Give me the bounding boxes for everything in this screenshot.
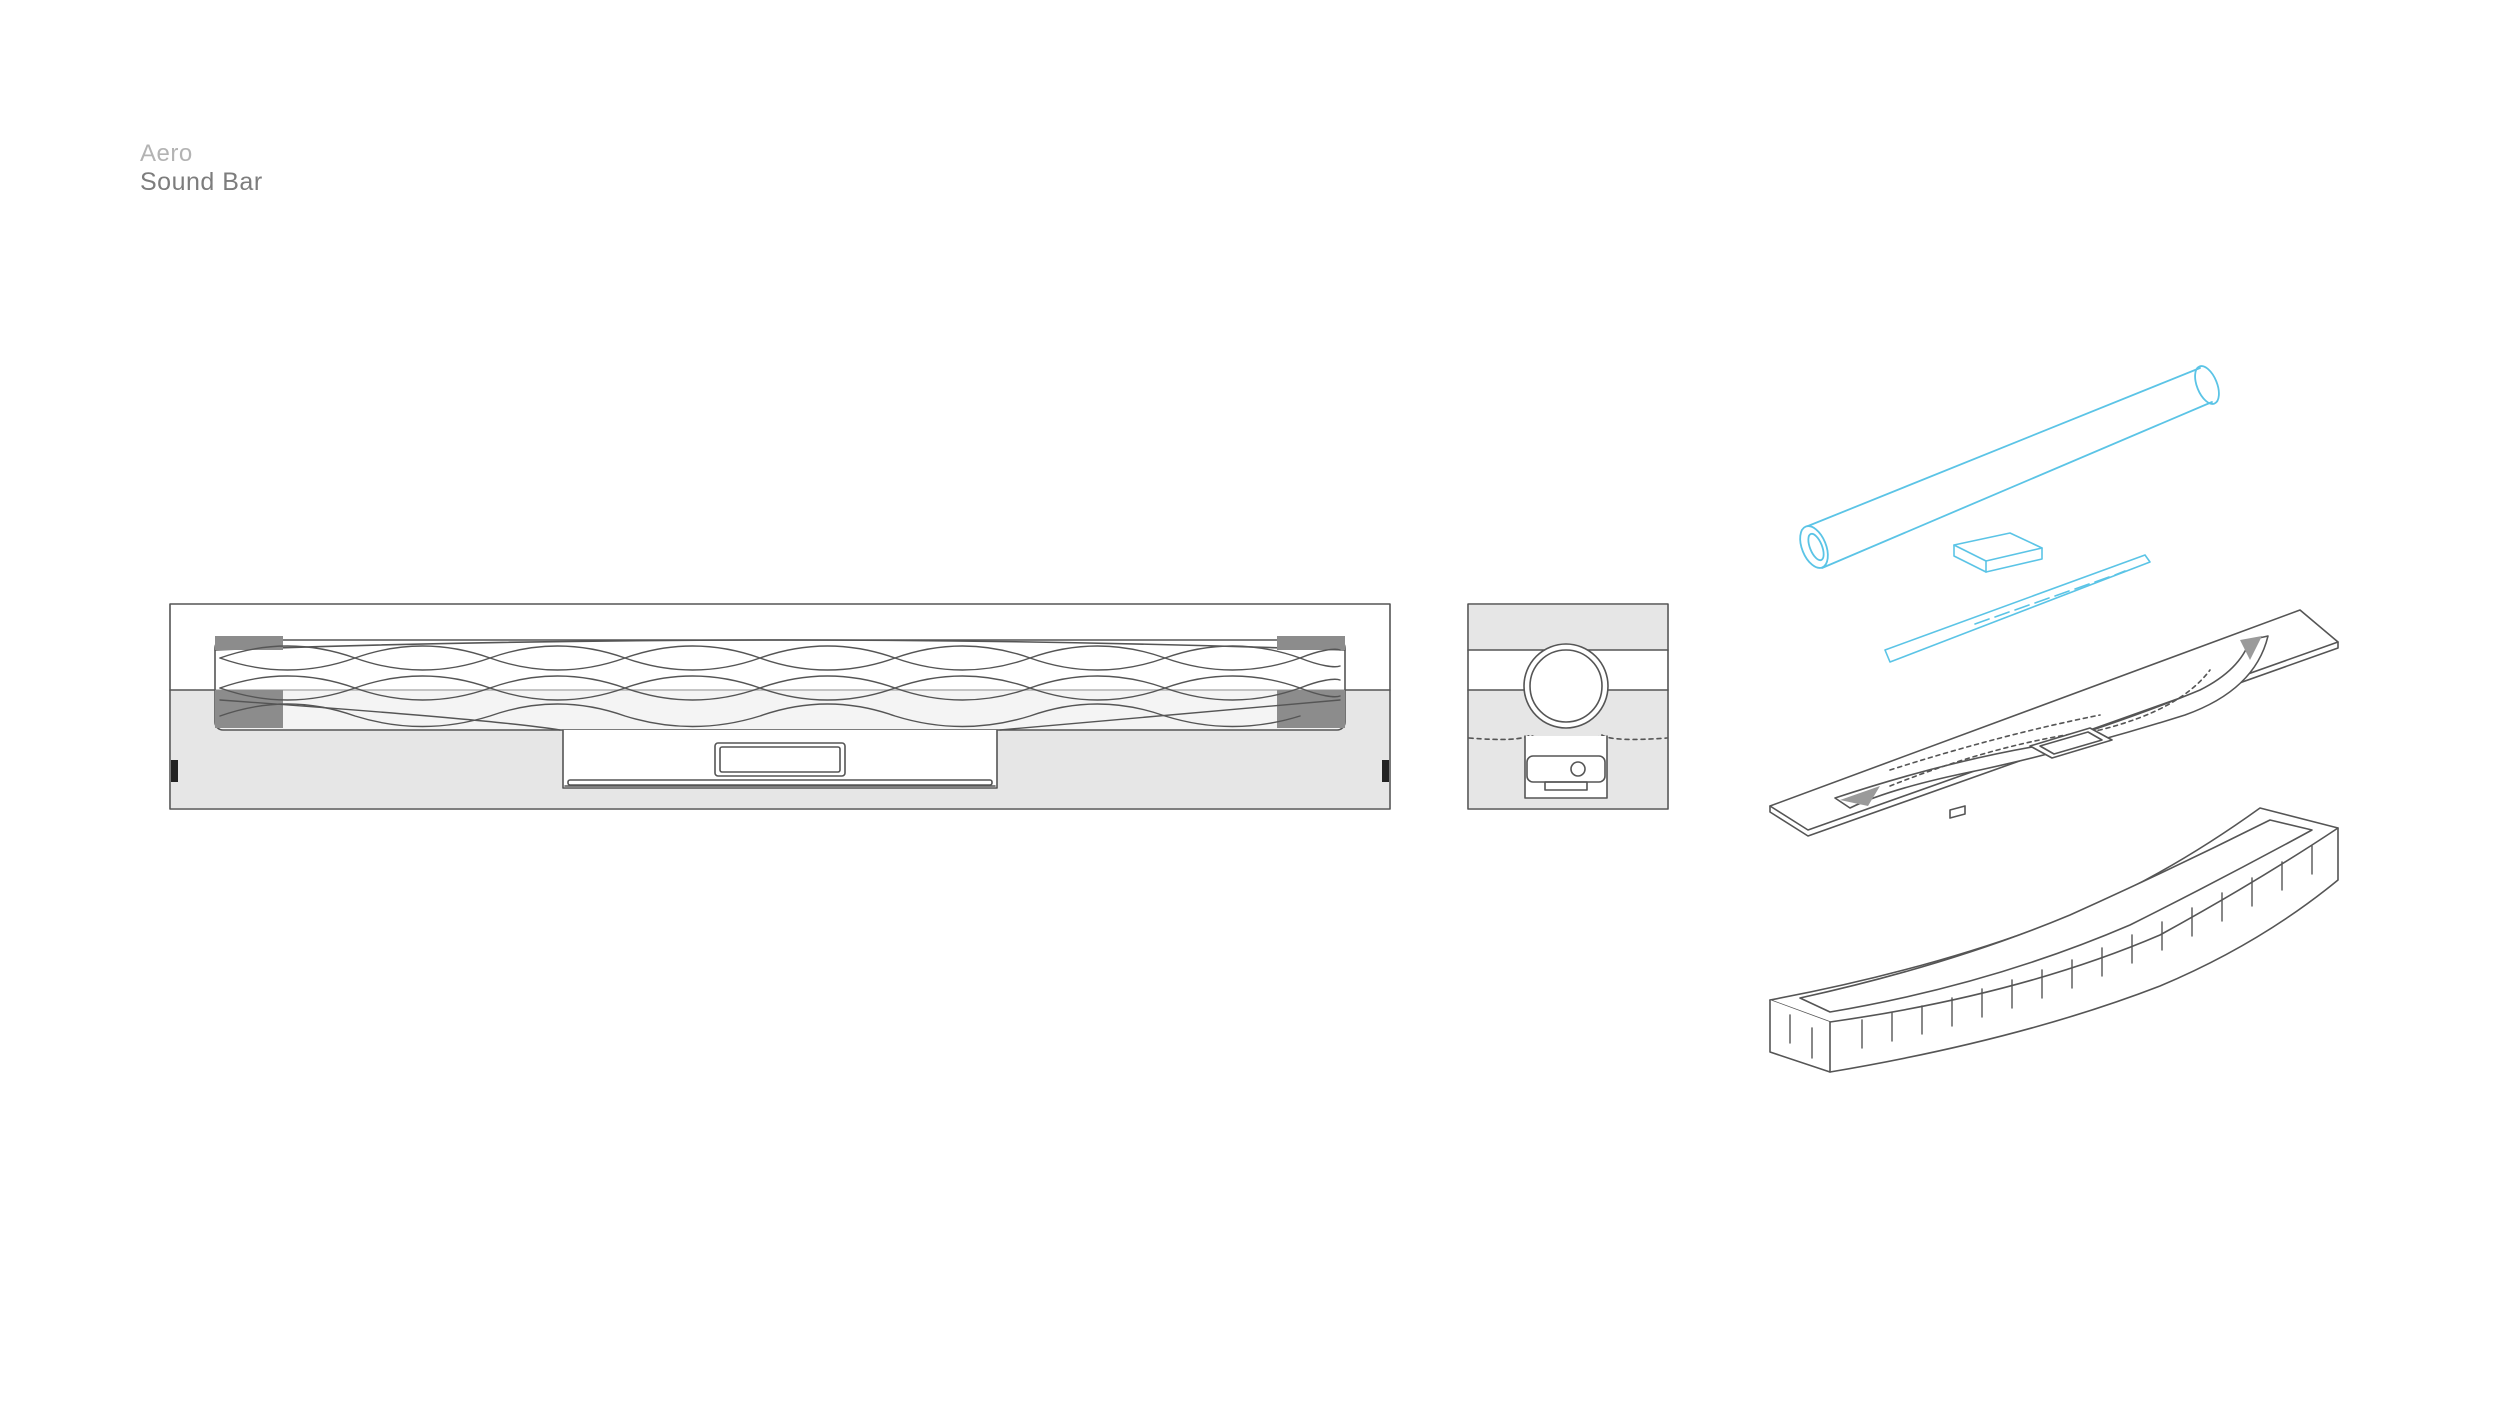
side-view-port-circle xyxy=(1570,761,1586,777)
center-stand-slot xyxy=(567,779,993,786)
title-sound-bar: Sound Bar xyxy=(140,167,263,196)
side-view-top-panel xyxy=(1469,605,1667,650)
display-panel xyxy=(714,742,846,777)
side-view-dashed-profile xyxy=(1468,734,1668,745)
display-panel-inner xyxy=(719,746,841,773)
exploded-tube xyxy=(1799,365,2220,569)
right-top-cap xyxy=(1277,636,1345,650)
exploded-tray xyxy=(1769,609,2339,837)
front-view xyxy=(169,603,1391,810)
title-block: Aero Sound Bar xyxy=(140,140,263,196)
side-view xyxy=(1467,603,1669,810)
exploded-block xyxy=(1953,532,2043,573)
title-aero: Aero xyxy=(140,140,193,167)
left-side-button xyxy=(171,760,178,782)
wave-grille xyxy=(219,645,1341,731)
right-side-button xyxy=(1382,760,1389,782)
side-view-port-base xyxy=(1544,781,1588,791)
exploded-base xyxy=(1769,807,2339,1073)
exploded-strip xyxy=(1884,554,2151,663)
front-view-tube-highlight xyxy=(214,639,1346,651)
exploded-view xyxy=(1769,365,2339,1073)
right-end-shade xyxy=(1277,690,1345,728)
base-teeth xyxy=(1789,845,2313,1059)
side-view-port xyxy=(1526,755,1606,783)
tube-end-inner xyxy=(1529,649,1603,723)
left-top-cap xyxy=(215,636,283,650)
